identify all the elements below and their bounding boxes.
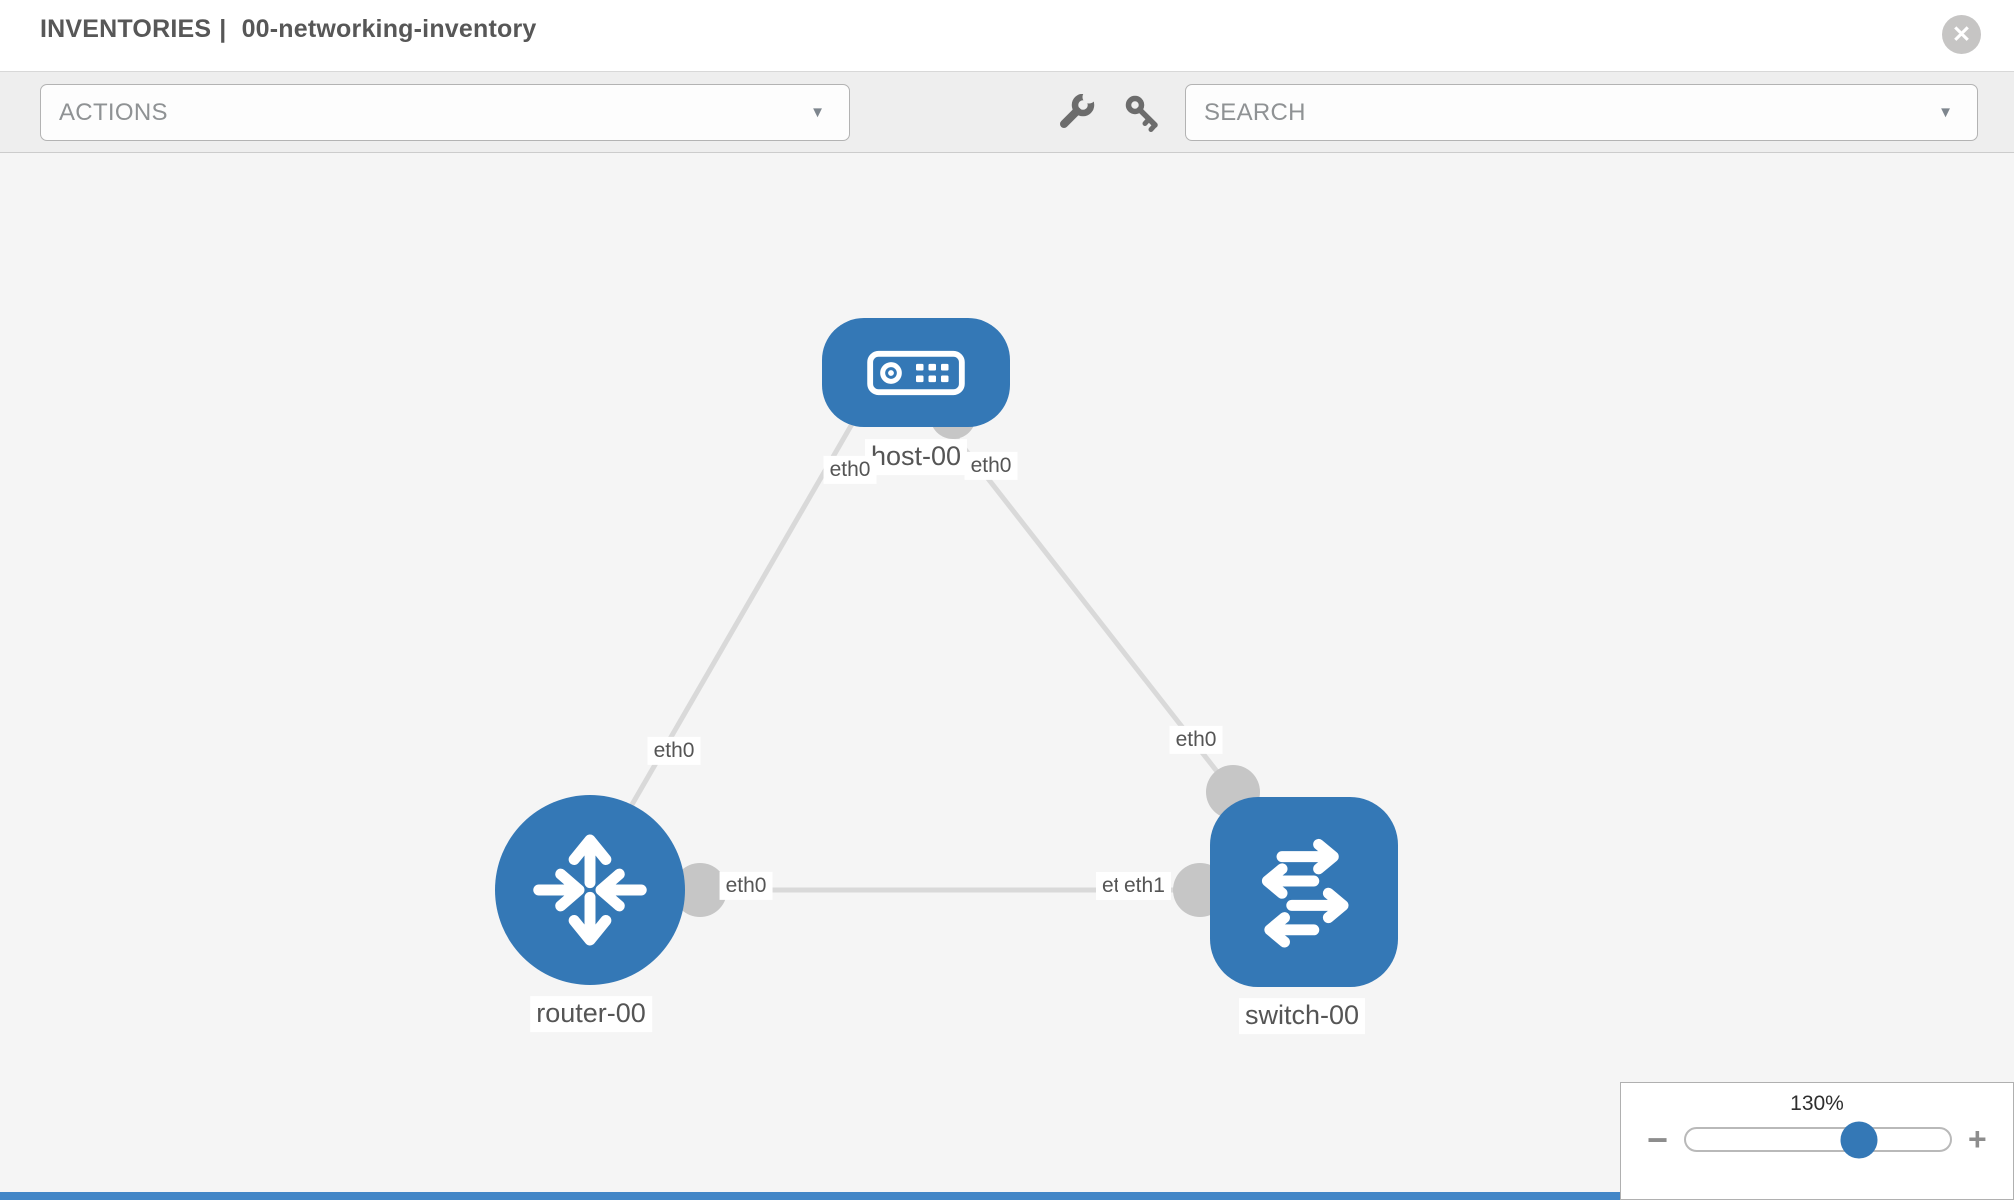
page-title-inventory-name: 00-networking-inventory (241, 15, 537, 43)
page-title: INVENTORIES| 00-networking-inventory (40, 15, 545, 44)
node-host-00[interactable] (822, 318, 1010, 427)
port-label-link-host-switch: eth0 (1169, 725, 1223, 755)
close-icon[interactable]: ✕ (1942, 15, 1981, 54)
port-label-host-right: eth0 (964, 451, 1018, 481)
port-label-router-right: eth0 (719, 871, 773, 901)
wrench-icon[interactable] (1058, 90, 1096, 132)
port-label-switch-over: eth1 (1118, 872, 1171, 901)
chevron-down-icon: ▼ (1938, 103, 1953, 121)
search-dropdown-label: SEARCH (1204, 98, 1306, 126)
topology-canvas[interactable]: host-00 router-00 switch-00 eth0 eth0 et… (0, 153, 2014, 1200)
bottom-accent-bar (0, 1192, 1620, 1200)
key-icon[interactable] (1124, 94, 1162, 132)
page-title-section: INVENTORIES (40, 15, 212, 43)
router-label: router-00 (530, 996, 652, 1032)
search-dropdown[interactable]: SEARCH ▼ (1185, 84, 1978, 141)
node-switch-00[interactable] (1210, 797, 1398, 987)
zoom-control-panel: 130% − + (1620, 1082, 2014, 1200)
connector-router-right (673, 863, 727, 917)
zoom-out-button[interactable]: − (1647, 1119, 1669, 1160)
switch-label: switch-00 (1238, 998, 1366, 1034)
host-icon (867, 350, 965, 395)
port-label-host-left: eth0 (823, 455, 877, 485)
zoom-slider-thumb[interactable] (1840, 1121, 1878, 1159)
chevron-down-icon: ▼ (810, 103, 825, 121)
actions-dropdown[interactable]: ACTIONS ▼ (40, 84, 850, 141)
zoom-in-button[interactable]: + (1968, 1121, 1987, 1157)
close-glyph: ✕ (1951, 21, 1972, 47)
node-router-00[interactable] (495, 795, 685, 985)
switch-icon (1261, 838, 1349, 948)
toolbar: ACTIONS ▼ SEARCH ▼ (0, 72, 2014, 153)
zoom-level-value: 130% (1790, 1092, 1844, 1115)
zoom-slider-track[interactable] (1684, 1121, 1953, 1159)
router-icon (533, 834, 647, 946)
actions-dropdown-label: ACTIONS (59, 98, 168, 126)
page-title-separator: | (219, 15, 227, 43)
host-label: host-00 (864, 439, 968, 475)
header: INVENTORIES| 00-networking-inventory ✕ (0, 0, 2014, 72)
port-label-link-host-router: eth0 (647, 736, 701, 766)
